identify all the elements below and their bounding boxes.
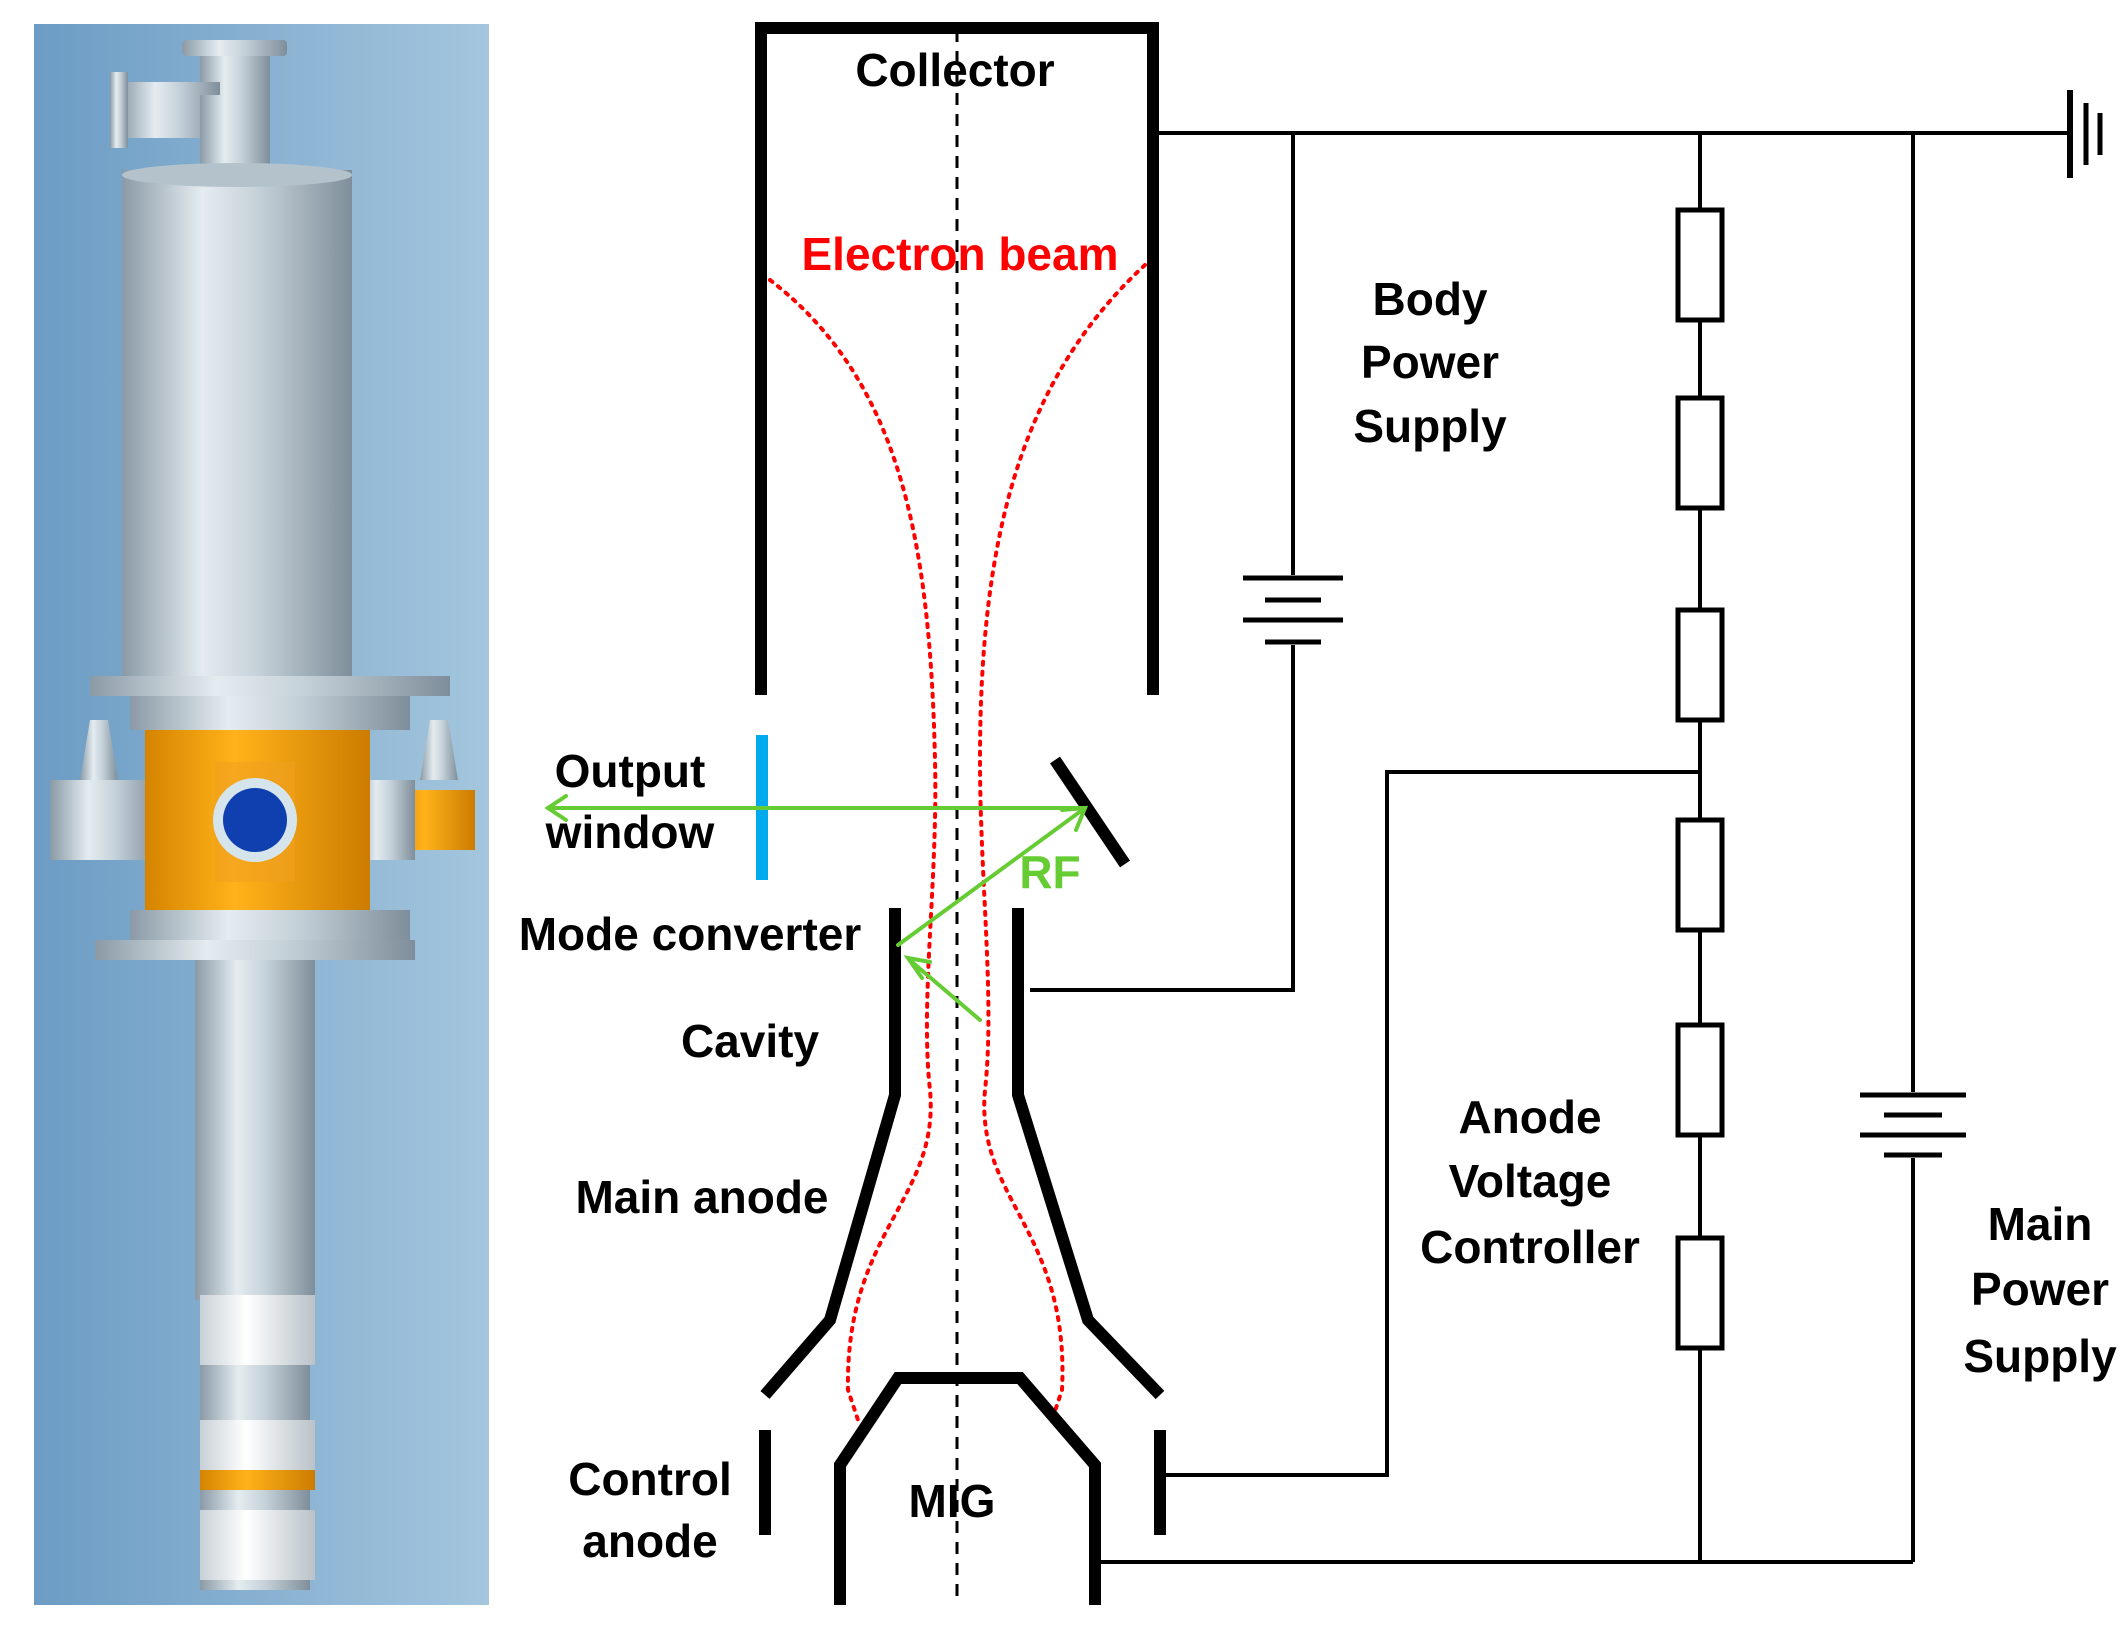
label-mig: MIG: [909, 1475, 996, 1527]
label-collector: Collector: [855, 44, 1054, 96]
resistor-1: [1675, 207, 1725, 323]
resistor-6: [1675, 1235, 1725, 1351]
label-anode-voltage-controller-1: Anode: [1458, 1091, 1601, 1143]
label-output-window-1: Output: [555, 745, 706, 797]
collector-wall: [755, 22, 1159, 695]
label-mode-converter: Mode converter: [519, 908, 862, 960]
label-main-power-supply-3: Supply: [1963, 1330, 2117, 1382]
label-rf: RF: [1019, 846, 1080, 898]
resistor-5: [1675, 1022, 1725, 1138]
resistor-3: [1675, 607, 1725, 723]
label-electron-beam: Electron beam: [802, 228, 1119, 280]
cavity-wall-right: [1012, 908, 1165, 1400]
label-output-window-2: window: [545, 806, 715, 858]
label-body-power-supply-1: Body: [1373, 273, 1488, 325]
resistor-4: [1675, 817, 1725, 933]
label-main-power-supply-1: Main: [1988, 1198, 2093, 1250]
cavity-wall-left: [760, 908, 901, 1399]
label-body-power-supply-3: Supply: [1353, 400, 1507, 452]
resistor-2: [1675, 395, 1725, 511]
label-anode-voltage-controller-3: Controller: [1420, 1221, 1640, 1273]
label-main-power-supply-2: Power: [1971, 1263, 2109, 1315]
ground-icon: [2067, 90, 2103, 178]
main-battery-icon: [1860, 1092, 1966, 1158]
gyrotron-render: [34, 24, 489, 1605]
electron-beam-right: [977, 263, 1147, 1422]
mirror: [1050, 756, 1130, 868]
label-anode-voltage-controller-2: Voltage: [1449, 1155, 1612, 1207]
label-cavity: Cavity: [681, 1015, 819, 1067]
mig-cathode: [834, 1372, 1101, 1605]
label-control-anode-1: Control: [568, 1453, 732, 1505]
rf-path: [544, 794, 1089, 1022]
label-control-anode-2: anode: [582, 1515, 717, 1567]
body-battery-icon: [1243, 575, 1343, 645]
circuit: [1030, 90, 2103, 1564]
label-body-power-supply-2: Power: [1361, 336, 1499, 388]
electron-beam-left: [768, 278, 938, 1422]
label-main-anode: Main anode: [575, 1171, 828, 1223]
